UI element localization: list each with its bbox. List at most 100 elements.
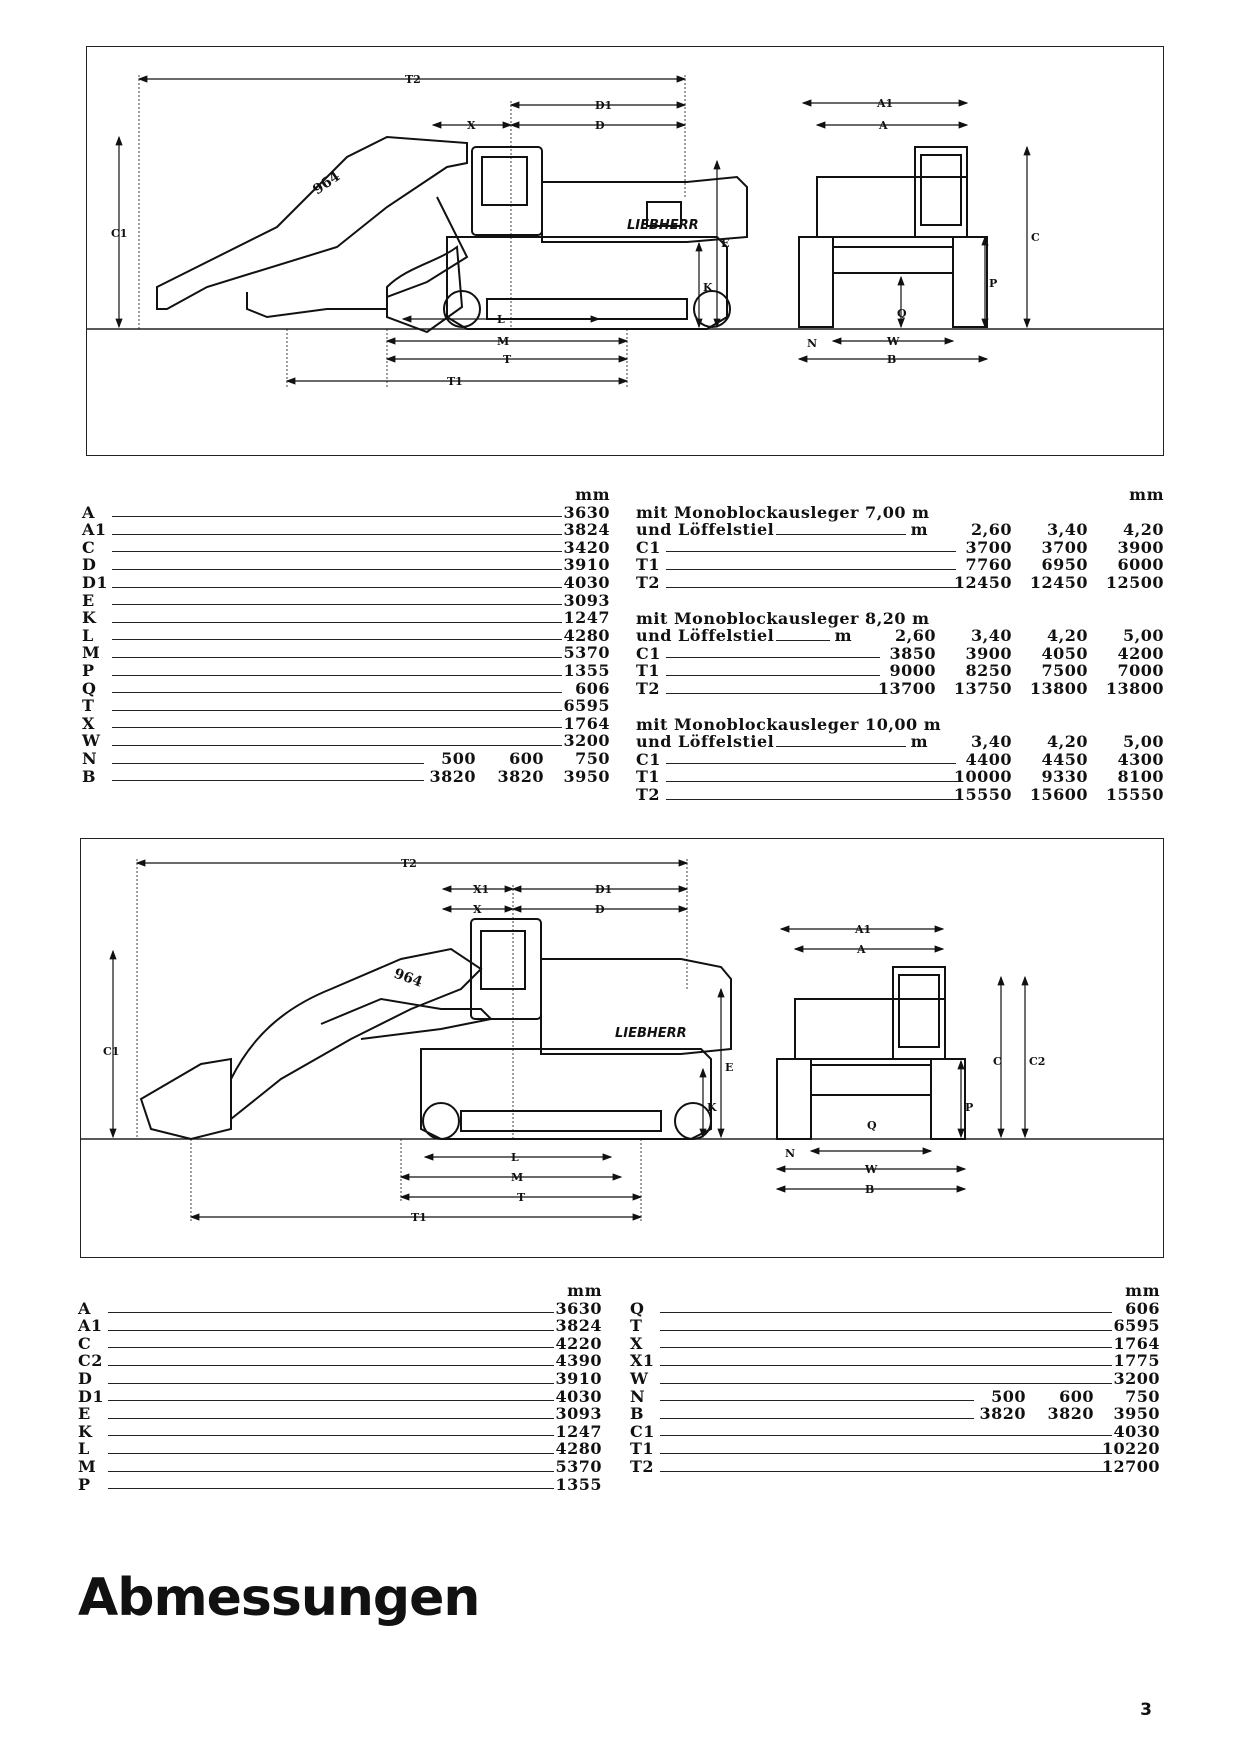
row-value: 3950 (1113, 1404, 1160, 1424)
dim-label-p: P (965, 1101, 973, 1114)
leader-line (666, 551, 956, 553)
row-key: D (78, 1368, 93, 1388)
row-value: 3910 (563, 555, 610, 575)
row-value: 6950 (1041, 555, 1088, 575)
row-value: 1355 (555, 1474, 602, 1494)
leader-line (660, 1452, 1112, 1454)
row-value: 3200 (1113, 1368, 1160, 1388)
dim-label-d: D (595, 119, 605, 132)
row-value: 4280 (555, 1439, 602, 1459)
leader-line (112, 780, 424, 782)
row-value: 3910 (555, 1368, 602, 1388)
row-value: 3820 (497, 766, 544, 786)
row-value: 15600 (1029, 784, 1088, 804)
page-number: 3 (1140, 1700, 1152, 1720)
dim-label-a: A (856, 943, 866, 956)
row-value: 7760 (965, 555, 1012, 575)
dim-label-k: K (707, 1101, 717, 1114)
leader-line (112, 709, 562, 711)
row-value: 6595 (1113, 1316, 1160, 1336)
row-value: 3850 (889, 643, 936, 663)
leader-line (666, 674, 880, 676)
row-value: 1247 (563, 608, 610, 628)
row-key: A1 (82, 520, 107, 540)
unit-header: mm (78, 1282, 602, 1300)
leader-line (108, 1400, 554, 1402)
leader-line (660, 1400, 974, 1402)
block-title-text: mit Monoblockausleger 10,00 m (636, 714, 942, 734)
row-value: 7000 (1117, 661, 1164, 681)
row-key: C2 (78, 1351, 103, 1371)
row-value: 4280 (563, 625, 610, 645)
row-value: 3900 (1117, 537, 1164, 557)
row-key: N (630, 1386, 646, 1406)
leader-line (108, 1435, 554, 1437)
row-key: X (630, 1333, 643, 1353)
block-subtitle: und Löffelstiel (636, 626, 775, 646)
row-value: 3700 (1041, 537, 1088, 557)
leader-line (112, 516, 562, 518)
row-value: 15550 (953, 784, 1012, 804)
row-key: B (630, 1404, 645, 1424)
row-value: 3820 (1047, 1404, 1094, 1424)
row-value: 3700 (965, 537, 1012, 557)
row-key: T1 (636, 555, 661, 575)
leader-line (666, 586, 956, 588)
brand-logo-1: LIEBHERR (627, 218, 699, 233)
row-key: D1 (82, 572, 109, 592)
dim-label-c1: C1 (111, 227, 127, 240)
dim-label-x: X (467, 119, 476, 132)
leader-line (112, 674, 562, 676)
leader-line (112, 744, 562, 746)
row-value: 3093 (555, 1404, 602, 1424)
dim-label-x1: X1 (473, 883, 489, 896)
dim-label-c: C (1031, 231, 1040, 244)
dim-label-c1: C1 (103, 1045, 119, 1058)
row-key: X (82, 713, 95, 733)
brand-logo-2: LIEBHERR (615, 1026, 687, 1041)
row-value: 606 (575, 678, 610, 698)
block-title: mit Monoblockausleger 10,00 m (636, 714, 1164, 734)
row-key: C1 (630, 1421, 655, 1441)
row-key: T (82, 696, 95, 716)
figure-excavator-backhoe: LIEBHERR 964 T2 D1 D (86, 46, 1164, 456)
dim-label-k: K (703, 281, 713, 294)
leader-line (666, 568, 956, 570)
model-number-1: 964 (310, 168, 343, 198)
leader-line (108, 1452, 554, 1454)
row-value: 13800 (1029, 678, 1088, 698)
block-title-text: mit Monoblockausleger 7,00 m (636, 502, 930, 522)
row-key: T1 (636, 767, 661, 787)
row-value: 9000 (889, 661, 936, 681)
row-key: T2 (636, 784, 661, 804)
row-value: 1775 (1113, 1351, 1160, 1371)
dim-label-l: L (497, 313, 505, 326)
leader-line (108, 1347, 554, 1349)
leader-line (666, 763, 956, 765)
row-value: 600 (509, 748, 544, 768)
leader-line (112, 692, 562, 694)
dim-label-t2: T2 (405, 73, 421, 86)
leader-line (108, 1329, 554, 1331)
dim-label-t: T (503, 353, 512, 366)
dim-label-n: N (807, 337, 817, 350)
row-value: 4300 (1117, 749, 1164, 769)
row-value: 3824 (555, 1316, 602, 1336)
row-value: 1247 (555, 1421, 602, 1441)
row-key: W (630, 1368, 649, 1388)
